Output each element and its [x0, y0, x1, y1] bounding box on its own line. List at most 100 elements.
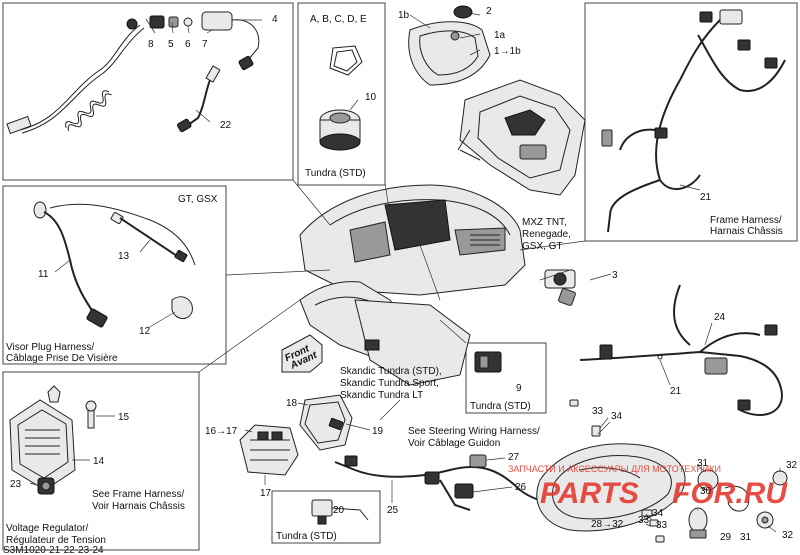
callout-30: 30: [700, 486, 712, 497]
handlebar-housing-18: [299, 394, 353, 451]
voltage-regulator-14: [9, 385, 97, 495]
label-frame-line1: Frame Harness/: [710, 215, 782, 226]
gauge-housing-1a: [408, 21, 491, 86]
visor-plug-harness: [33, 201, 196, 328]
label-vreg-line1: Voltage Regulator/: [6, 523, 89, 534]
label-tundra-std-10: Tundra (STD): [305, 168, 366, 179]
part-6-washer: [183, 17, 193, 27]
callout-33-low: 33: [638, 515, 650, 526]
headlight-28-32: [536, 443, 686, 532]
hood-assembly: [299, 184, 526, 386]
cord-end-ring: [126, 18, 138, 30]
callout-7: 7: [202, 39, 208, 50]
part-27-connector: [469, 454, 487, 468]
part-5-nut: [168, 16, 179, 28]
label-tundra-std-9: Tundra (STD): [470, 401, 531, 412]
callout-21-bottom: 21: [670, 386, 682, 397]
callout-15: 15: [118, 412, 130, 423]
callout-11: 11: [38, 269, 49, 280]
regulator-bolt: [47, 385, 61, 403]
callout-4: 4: [272, 14, 278, 25]
callout-13: 13: [118, 251, 130, 262]
part-12-clip: [171, 296, 193, 319]
callout-17: 17: [260, 488, 272, 499]
part-2-grommet: [453, 5, 473, 19]
text-labels: A, B, C, D, E Tundra (STD) GT, GSX Visor…: [3, 14, 783, 555]
label-mxz-line1: MXZ TNT,: [522, 217, 567, 228]
bulbs-29-32: [688, 469, 788, 539]
callout-31-top: 31: [697, 458, 709, 469]
handlebar-switch-17: [239, 424, 299, 476]
label-mxz-line2: Renegade,: [522, 229, 571, 240]
callout-31-bottom: 31: [740, 532, 752, 543]
frame-harness-21: [601, 9, 786, 233]
callout-29: 29: [720, 532, 732, 543]
voltage-regulator-panel: [2, 371, 200, 551]
ignition-switch-10: [319, 109, 361, 151]
label-gt-gsx: GT, GSX: [178, 194, 218, 205]
leader-lines: [29, 12, 781, 533]
label-seeframe-line2: Voir Harnais Châssis: [92, 501, 185, 512]
key-switch-3: [544, 269, 576, 306]
part-8-boot: [149, 15, 165, 29]
label-skandic-line2: Skandic Tundra Sport,: [340, 378, 439, 389]
callout-18: 18: [286, 398, 298, 409]
part-7-tether-switch: [201, 11, 233, 31]
label-abcde: A, B, C, D, E: [310, 14, 367, 25]
coil-spring: [65, 90, 112, 131]
callout-1-to-1b: 1→1b: [494, 46, 521, 57]
callout-5: 5: [168, 39, 174, 50]
part-19-connector: [328, 417, 344, 431]
callout-3: 3: [612, 270, 618, 281]
watermark: ЗАПЧАСТИ И АКСЕССУАРЫ ДЛЯ МОТОТЕХНИКИ PA…: [508, 464, 788, 510]
switch-9: [474, 351, 502, 373]
callout-32-bottom: 32: [782, 530, 794, 541]
tether-clip: [6, 115, 32, 135]
callout-1b: 1b: [398, 10, 410, 21]
label-steering-line1: See Steering Wiring Harness/: [408, 426, 540, 437]
callout-34-top: 34: [611, 411, 623, 422]
abcde-gasket: [329, 45, 363, 76]
callout-26: 26: [515, 482, 527, 493]
watermark-brand-right: FOR.RU: [672, 477, 788, 510]
label-visor-line1: Visor Plug Harness/: [6, 342, 94, 353]
tundra-ignition-panel: [297, 2, 386, 186]
frame-harness-panel: [584, 2, 798, 242]
callout-2: 2: [486, 6, 492, 17]
label-visor-line2: Câblage Prise De Visière: [6, 353, 118, 364]
callout-33-mid: 33: [656, 520, 668, 531]
callout-28-to-32: 28→32: [591, 519, 624, 530]
callout-21-top: 21: [700, 192, 712, 203]
watermark-tagline: ЗАПЧАСТИ И АКСЕССУАРЫ ДЛЯ МОТОТЕХНИКИ: [508, 464, 721, 474]
label-steering-line2: Voir Câblage Guidon: [408, 438, 500, 449]
callout-19: 19: [372, 426, 384, 437]
label-skandic-line1: Skandic Tundra (STD),: [340, 366, 442, 377]
label-vreg-line2: Régulateur de Tension: [6, 535, 106, 546]
callout-8: 8: [148, 39, 154, 50]
callout-9: 9: [516, 383, 522, 394]
label-frame-line2: Harnais Châssis: [710, 226, 783, 237]
callout-27: 27: [508, 452, 520, 463]
callout-14: 14: [93, 456, 105, 467]
frame-harness-24: [579, 284, 784, 416]
callout-33-top: 33: [592, 406, 604, 417]
tether-cord-assembly: [6, 11, 260, 135]
label-seeframe-line1: See Frame Harness/: [92, 489, 184, 500]
part-26-connector: [454, 483, 474, 499]
switch-connector: [238, 55, 254, 71]
callout-25: 25: [387, 505, 399, 516]
callout-numbers: 8 5 6 7 4 22 10 1b 2 1a 1→1b 3 21 24 21 …: [10, 6, 798, 543]
figure-code: S3M1020-21-22-23-24: [3, 545, 104, 555]
mxz-dash-panel: [457, 79, 586, 196]
watermark-brand-left: PARTS: [540, 477, 639, 510]
callout-32-top: 32: [786, 460, 798, 471]
cable-kit-panel: [2, 2, 294, 181]
label-tundra-std-20: Tundra (STD): [276, 531, 337, 542]
part-20-switch: [311, 499, 369, 525]
label-skandic-line3: Skandic Tundra LT: [340, 390, 423, 401]
callout-24: 24: [714, 312, 726, 323]
callout-23: 23: [10, 479, 22, 490]
callout-22: 22: [220, 120, 232, 131]
